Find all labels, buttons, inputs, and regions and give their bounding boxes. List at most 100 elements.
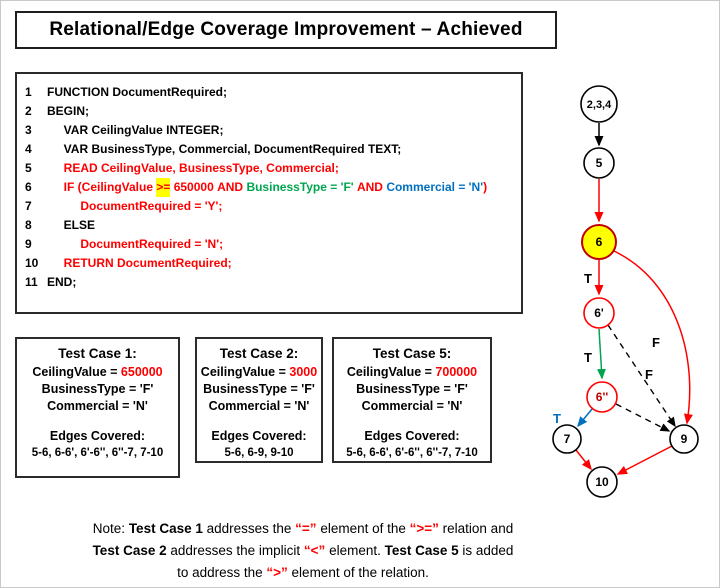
edge-label-true-1: T <box>584 271 592 286</box>
code-text: VAR BusinessType, Commercial, DocumentRe… <box>47 142 402 156</box>
test-case-title: Test Case 1: <box>58 346 137 361</box>
ceiling-value-line: CeilingValue = 650000 <box>17 364 178 381</box>
business-type-line: BusinessType = 'F' <box>41 382 154 396</box>
edge-6p-9-false <box>607 324 676 428</box>
node-6-label: 6 <box>596 235 603 249</box>
node-6-double-prime-label: 6'' <box>596 390 609 404</box>
note-text: “>” <box>266 565 288 580</box>
node-7-label: 7 <box>564 432 571 446</box>
code-line-8: 8 ELSE <box>25 216 515 235</box>
ceiling-value: 700000 <box>435 365 478 379</box>
edges-covered-list: 5-6, 6-6', 6'-6'', 6''-7, 7-10 <box>346 447 478 459</box>
note-text: “<” <box>303 543 326 558</box>
note-text: is added <box>458 543 514 558</box>
node-6-double-prime: 6'' <box>586 381 618 413</box>
code-text: AND <box>356 180 387 194</box>
note-text: addresses the implicit <box>166 543 304 558</box>
line-number: 9 <box>25 237 32 251</box>
commercial-line: Commercial = 'N' <box>208 399 310 413</box>
code-line-7: 7 DocumentRequired = 'Y'; <box>25 197 515 216</box>
edges-covered-heading: Edges Covered: <box>364 429 460 443</box>
code-text: 650000 <box>170 180 218 194</box>
node-6-prime: 6' <box>583 297 615 329</box>
line-number: 7 <box>25 199 32 213</box>
edges-covered-heading: Edges Covered: <box>49 429 146 443</box>
code-line-3: 3 VAR CeilingValue INTEGER; <box>25 121 515 140</box>
line-number: 2 <box>25 104 32 118</box>
code-line-9: 9 DocumentRequired = 'N'; <box>25 235 515 254</box>
edge-9-10 <box>616 445 673 475</box>
code-text: END; <box>47 275 77 289</box>
footnote-line-3: to address the “>” element of the relati… <box>1 562 605 584</box>
edge-label-false-1: F <box>652 335 660 350</box>
note-text: element. <box>325 543 385 558</box>
edge-6pp-9-false <box>615 403 671 432</box>
edge-7-10 <box>575 449 592 471</box>
code-line-5: 5 READ CeilingValue, BusinessType, Comme… <box>25 159 515 178</box>
test-case-title: Test Case 2: <box>219 346 299 361</box>
code-line-2: 2 BEGIN; <box>25 102 515 121</box>
code-text: DocumentRequired = 'N'; <box>47 237 224 251</box>
ceiling-value: 3000 <box>289 365 318 379</box>
ceiling-value-line: CeilingValue = 700000 <box>334 364 490 381</box>
line-number: 6 <box>25 180 32 194</box>
note-text: “>=” <box>409 521 439 536</box>
code-line-6: 6 IF (CeilingValue >= 650000 AND Busines… <box>25 178 515 197</box>
node-234: 2,3,4 <box>580 85 618 123</box>
note-text: Note: <box>92 521 129 536</box>
code-text: AND <box>217 180 247 194</box>
edge-6p-6pp-true <box>596 328 606 380</box>
code-text: BEGIN; <box>47 104 89 118</box>
note-text: relation and <box>438 521 514 536</box>
commercial-line: Commercial = 'N' <box>47 399 148 413</box>
line-number: 3 <box>25 123 32 137</box>
test-case-title: Test Case 5: <box>372 346 452 361</box>
code-text: VAR CeilingValue INTEGER; <box>47 123 224 137</box>
business-type-line: BusinessType = 'F' <box>356 382 468 396</box>
code-text: IF (CeilingValue <box>47 180 157 194</box>
note-text: element of the relation. <box>287 565 429 580</box>
ceiling-label: CeilingValue = <box>346 365 436 379</box>
node-5: 5 <box>583 147 615 179</box>
business-type-line: BusinessType = 'F' <box>203 382 315 396</box>
footnote-line-2: Test Case 2 addresses the implicit “<” e… <box>1 540 605 562</box>
line-number: 4 <box>25 142 32 156</box>
code-text: FUNCTION DocumentRequired; <box>47 85 227 99</box>
page-title: Relational/Edge Coverage Improvement – A… <box>49 19 523 40</box>
node-5-label: 5 <box>596 156 603 170</box>
ceiling-value: 650000 <box>120 365 163 379</box>
ceiling-value-line: CeilingValue = 3000 <box>197 364 321 381</box>
ceiling-label: CeilingValue = <box>32 365 121 379</box>
relational-operator-highlight: >= <box>156 178 171 197</box>
line-number: 8 <box>25 218 32 232</box>
code-text: DocumentRequired = 'Y'; <box>47 199 223 213</box>
note-text: Test Case 5 <box>384 543 459 558</box>
node-6-prime-label: 6' <box>594 306 604 320</box>
node-7: 7 <box>552 424 582 454</box>
note-text: Test Case 2 <box>92 543 167 558</box>
note-text: Test Case 1 <box>128 521 203 536</box>
note-text: “=” <box>295 521 317 536</box>
edge-label-false-2: F <box>645 367 653 382</box>
edges-covered-list: 5-6, 6-6', 6'-6'', 6''-7, 7-10 <box>31 447 164 459</box>
node-6-highlighted: 6 <box>581 224 617 260</box>
ceiling-label: CeilingValue = <box>200 365 290 379</box>
code-text: RETURN DocumentRequired; <box>47 256 232 270</box>
edges-covered-list: 5-6, 6-9, 9-10 <box>224 447 294 459</box>
note-text: element of the <box>316 521 410 536</box>
line-number: 11 <box>25 275 38 289</box>
code-line-10: 10 RETURN DocumentRequired; <box>25 254 515 273</box>
code-text: ELSE <box>47 218 96 232</box>
test-case-2-box: Test Case 2: CeilingValue = 3000 Busines… <box>195 337 323 463</box>
test-case-5-box: Test Case 5: CeilingValue = 700000 Busin… <box>332 337 492 463</box>
note-text: addresses the <box>202 521 296 536</box>
edges-covered-heading: Edges Covered: <box>211 429 307 443</box>
test-case-1-box: Test Case 1: CeilingValue = 650000 Busin… <box>15 337 180 478</box>
control-flow-graph: T T T F F 2,3,4 5 6 6' 6'' 7 <box>552 85 699 498</box>
node-9-label: 9 <box>681 432 688 446</box>
node-234-label: 2,3,4 <box>587 99 612 111</box>
code-line-11: 11 END; <box>25 273 515 292</box>
